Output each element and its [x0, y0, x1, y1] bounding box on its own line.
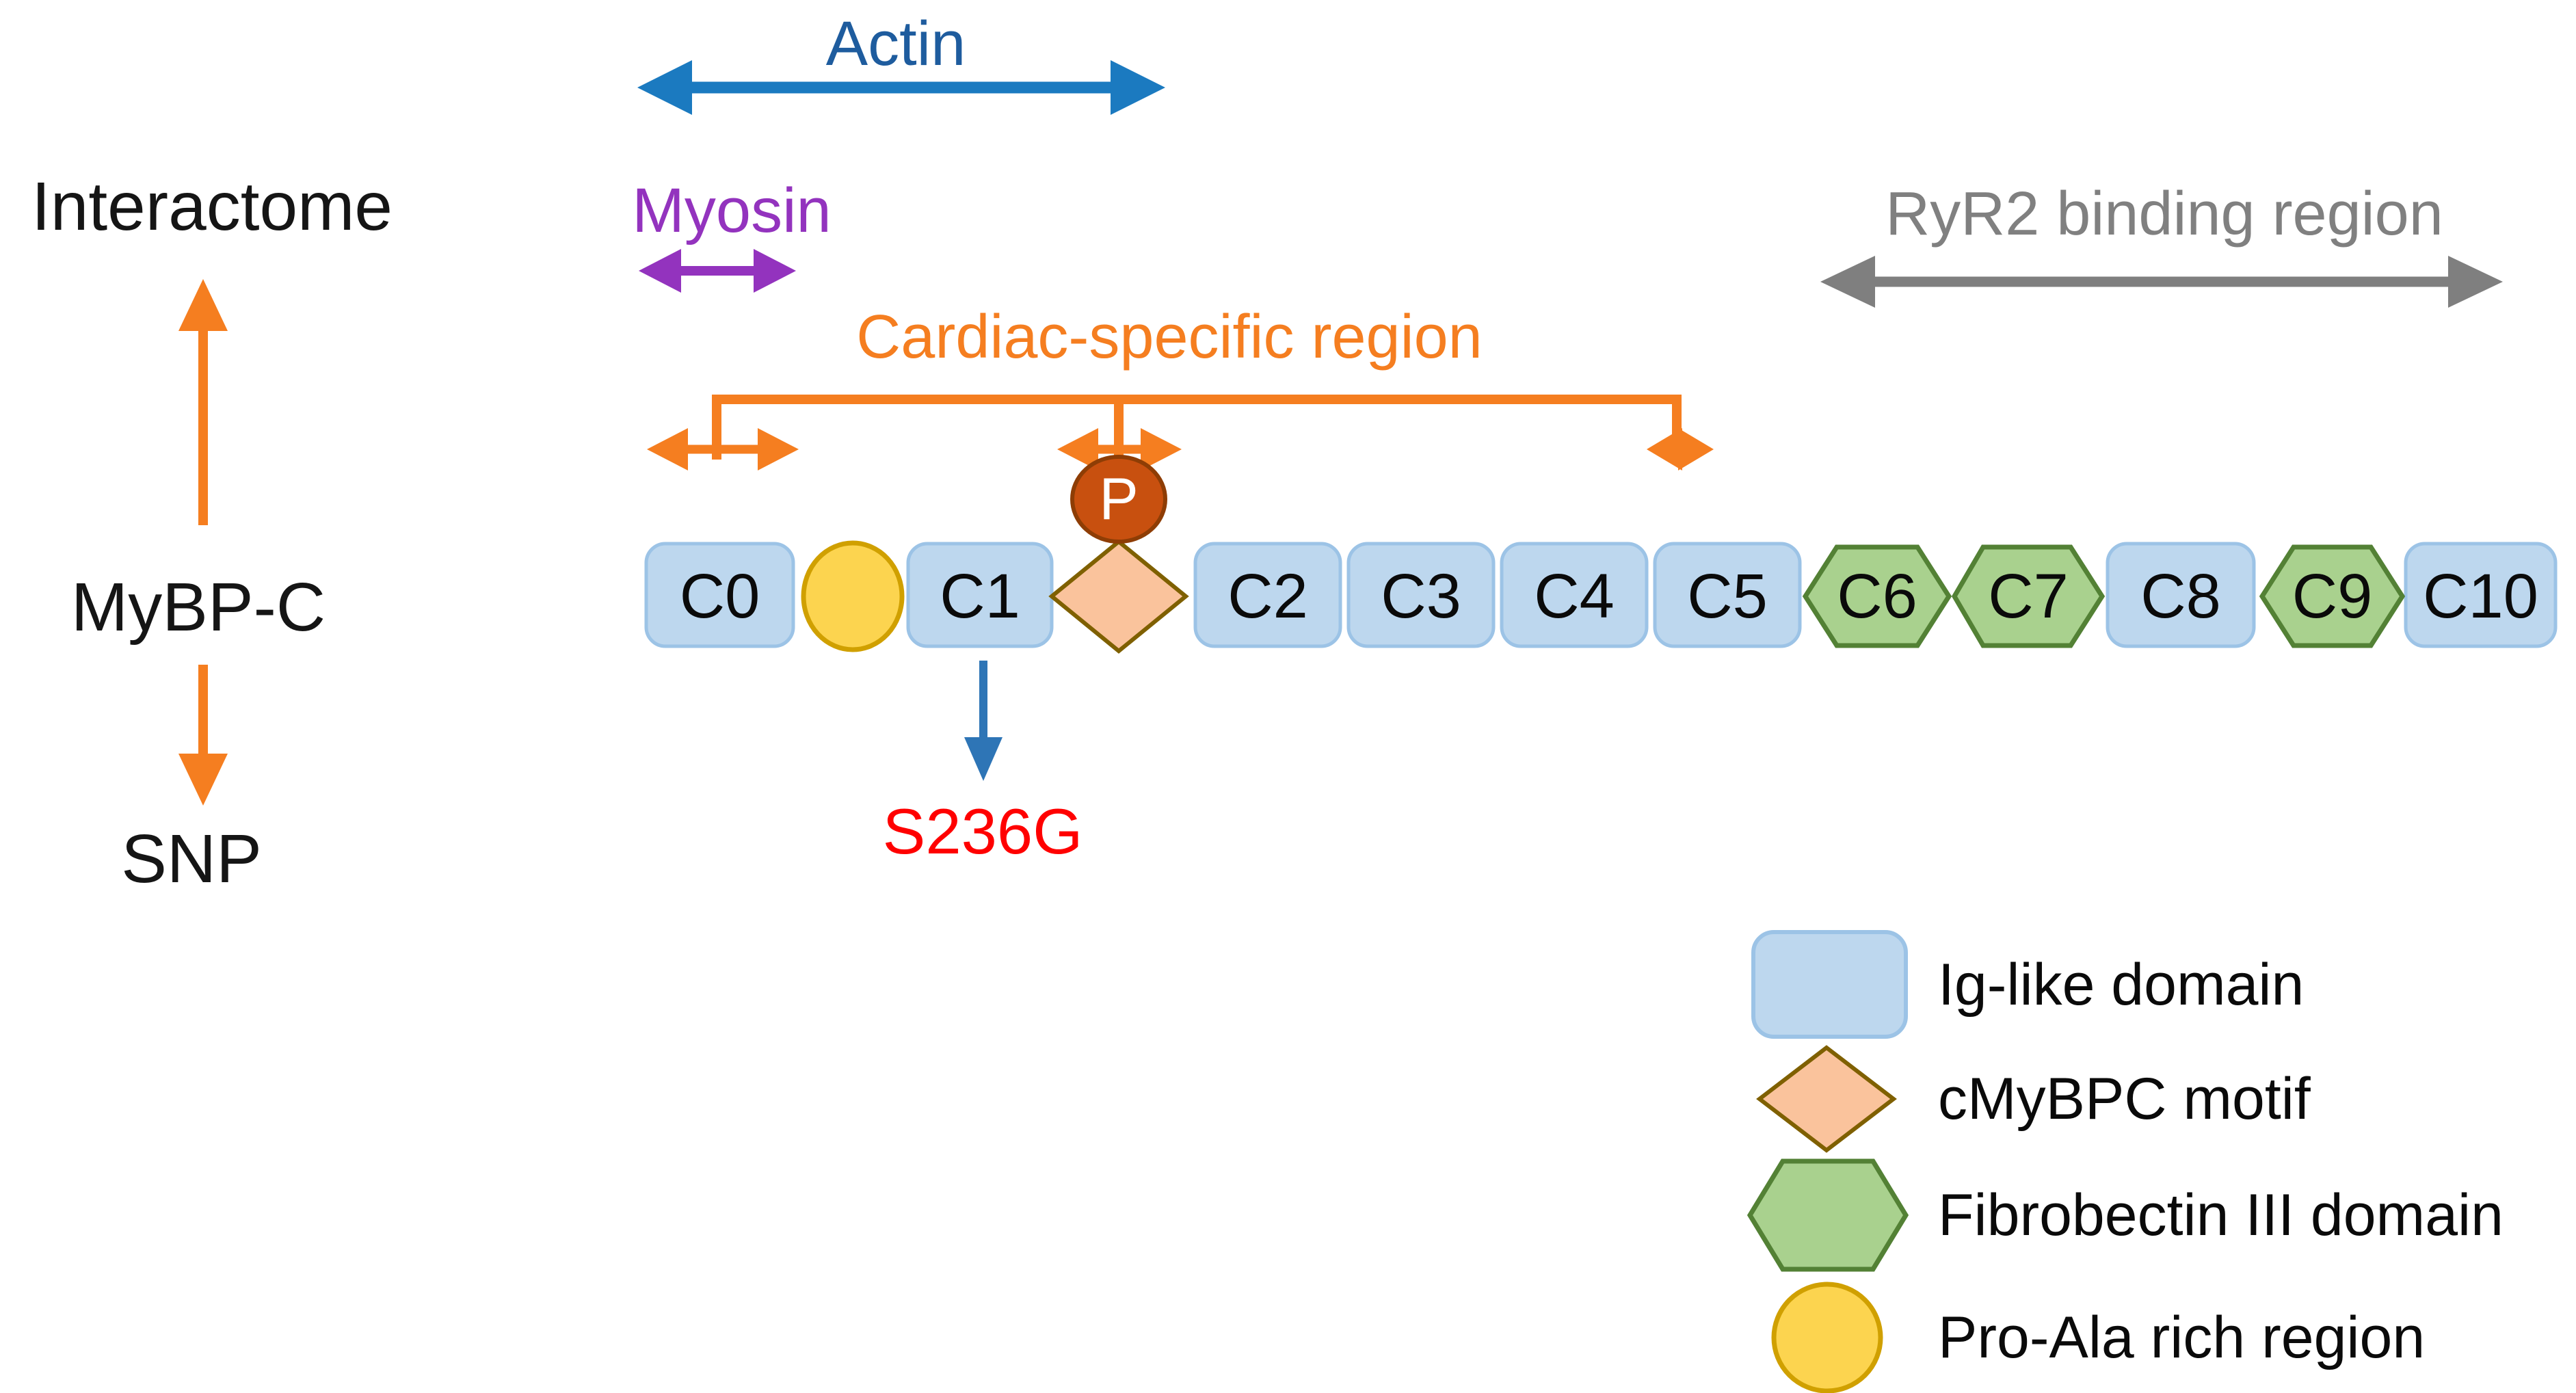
domain-label-c3: C3 — [1381, 561, 1461, 631]
legend-label-cmybpc-motif: cMyBPC motif — [1938, 1066, 2311, 1132]
domain-label-c7: C7 — [1988, 561, 2069, 631]
domain-label-c2: C2 — [1227, 561, 1308, 631]
cardiac-region-bracket — [712, 395, 1682, 462]
phosphorylation-site-label: P — [1099, 466, 1139, 532]
myosin-range-arrow — [639, 249, 796, 293]
legend-ig-like-shape — [1751, 930, 1908, 1039]
cardiac-subrange-arrow-left — [647, 428, 799, 470]
domain-label-c0: C0 — [679, 561, 760, 631]
protein-name-label: MyBP-C — [70, 569, 326, 646]
domain-shape-c4 — [1500, 542, 1649, 648]
ryr2-binding-region-label: RyR2 binding region — [1885, 180, 2443, 248]
legend-label-ig-like: Ig-like domain — [1938, 952, 2305, 1018]
pro-ala-region-shape — [801, 540, 905, 652]
domain-shape-c0 — [644, 542, 795, 648]
actin-range-arrow — [637, 60, 1165, 115]
domain-shape-c7 — [1951, 544, 2106, 648]
snp-label: SNP — [121, 821, 262, 897]
domain-label-c6: C6 — [1837, 561, 1917, 631]
variant-label: S236G — [882, 795, 1083, 867]
domain-shape-c8 — [2106, 542, 2256, 648]
legend-label-pro-ala: Pro-Ala rich region — [1938, 1305, 2426, 1370]
cardiac-specific-region-label: Cardiac-specific region — [856, 303, 1483, 371]
domain-shape-c2 — [1193, 542, 1342, 648]
domain-shape-c10 — [2404, 542, 2558, 648]
variant-arrow — [964, 661, 1002, 781]
cmybpc-motif-shape — [1048, 539, 1189, 654]
ryr2-range-arrow — [1820, 256, 2503, 308]
phosphorylation-site-shape — [1070, 455, 1167, 544]
domain-label-c5: C5 — [1687, 561, 1768, 631]
domain-shape-c5 — [1653, 542, 1802, 648]
interactome-up-arrow — [178, 279, 228, 525]
actin-label: Actin — [825, 9, 966, 79]
legend-label-fibrobectin: Fibrobectin III domain — [1938, 1182, 2504, 1248]
legend-fibrobectin-shape — [1747, 1158, 1909, 1272]
cardiac-subrange-arrow-right — [1647, 428, 1714, 470]
domain-label-c8: C8 — [2140, 561, 2221, 631]
domain-label-c9: C9 — [2292, 561, 2373, 631]
domain-shape-c3 — [1346, 542, 1496, 648]
domain-label-c1: C1 — [940, 561, 1020, 631]
domain-shape-c6 — [1802, 544, 1952, 648]
domain-label-c4: C4 — [1534, 561, 1615, 631]
myosin-label: Myosin — [632, 176, 832, 246]
snp-down-arrow — [178, 665, 228, 806]
interactome-label: Interactome — [31, 168, 393, 245]
legend-pro-ala-shape — [1771, 1282, 1883, 1393]
domain-shape-c9 — [2259, 544, 2406, 648]
cardiac-subrange-arrow-middle — [1057, 428, 1182, 470]
domain-label-c10: C10 — [2423, 561, 2538, 631]
legend-cmybpc-motif-shape — [1756, 1045, 1897, 1153]
